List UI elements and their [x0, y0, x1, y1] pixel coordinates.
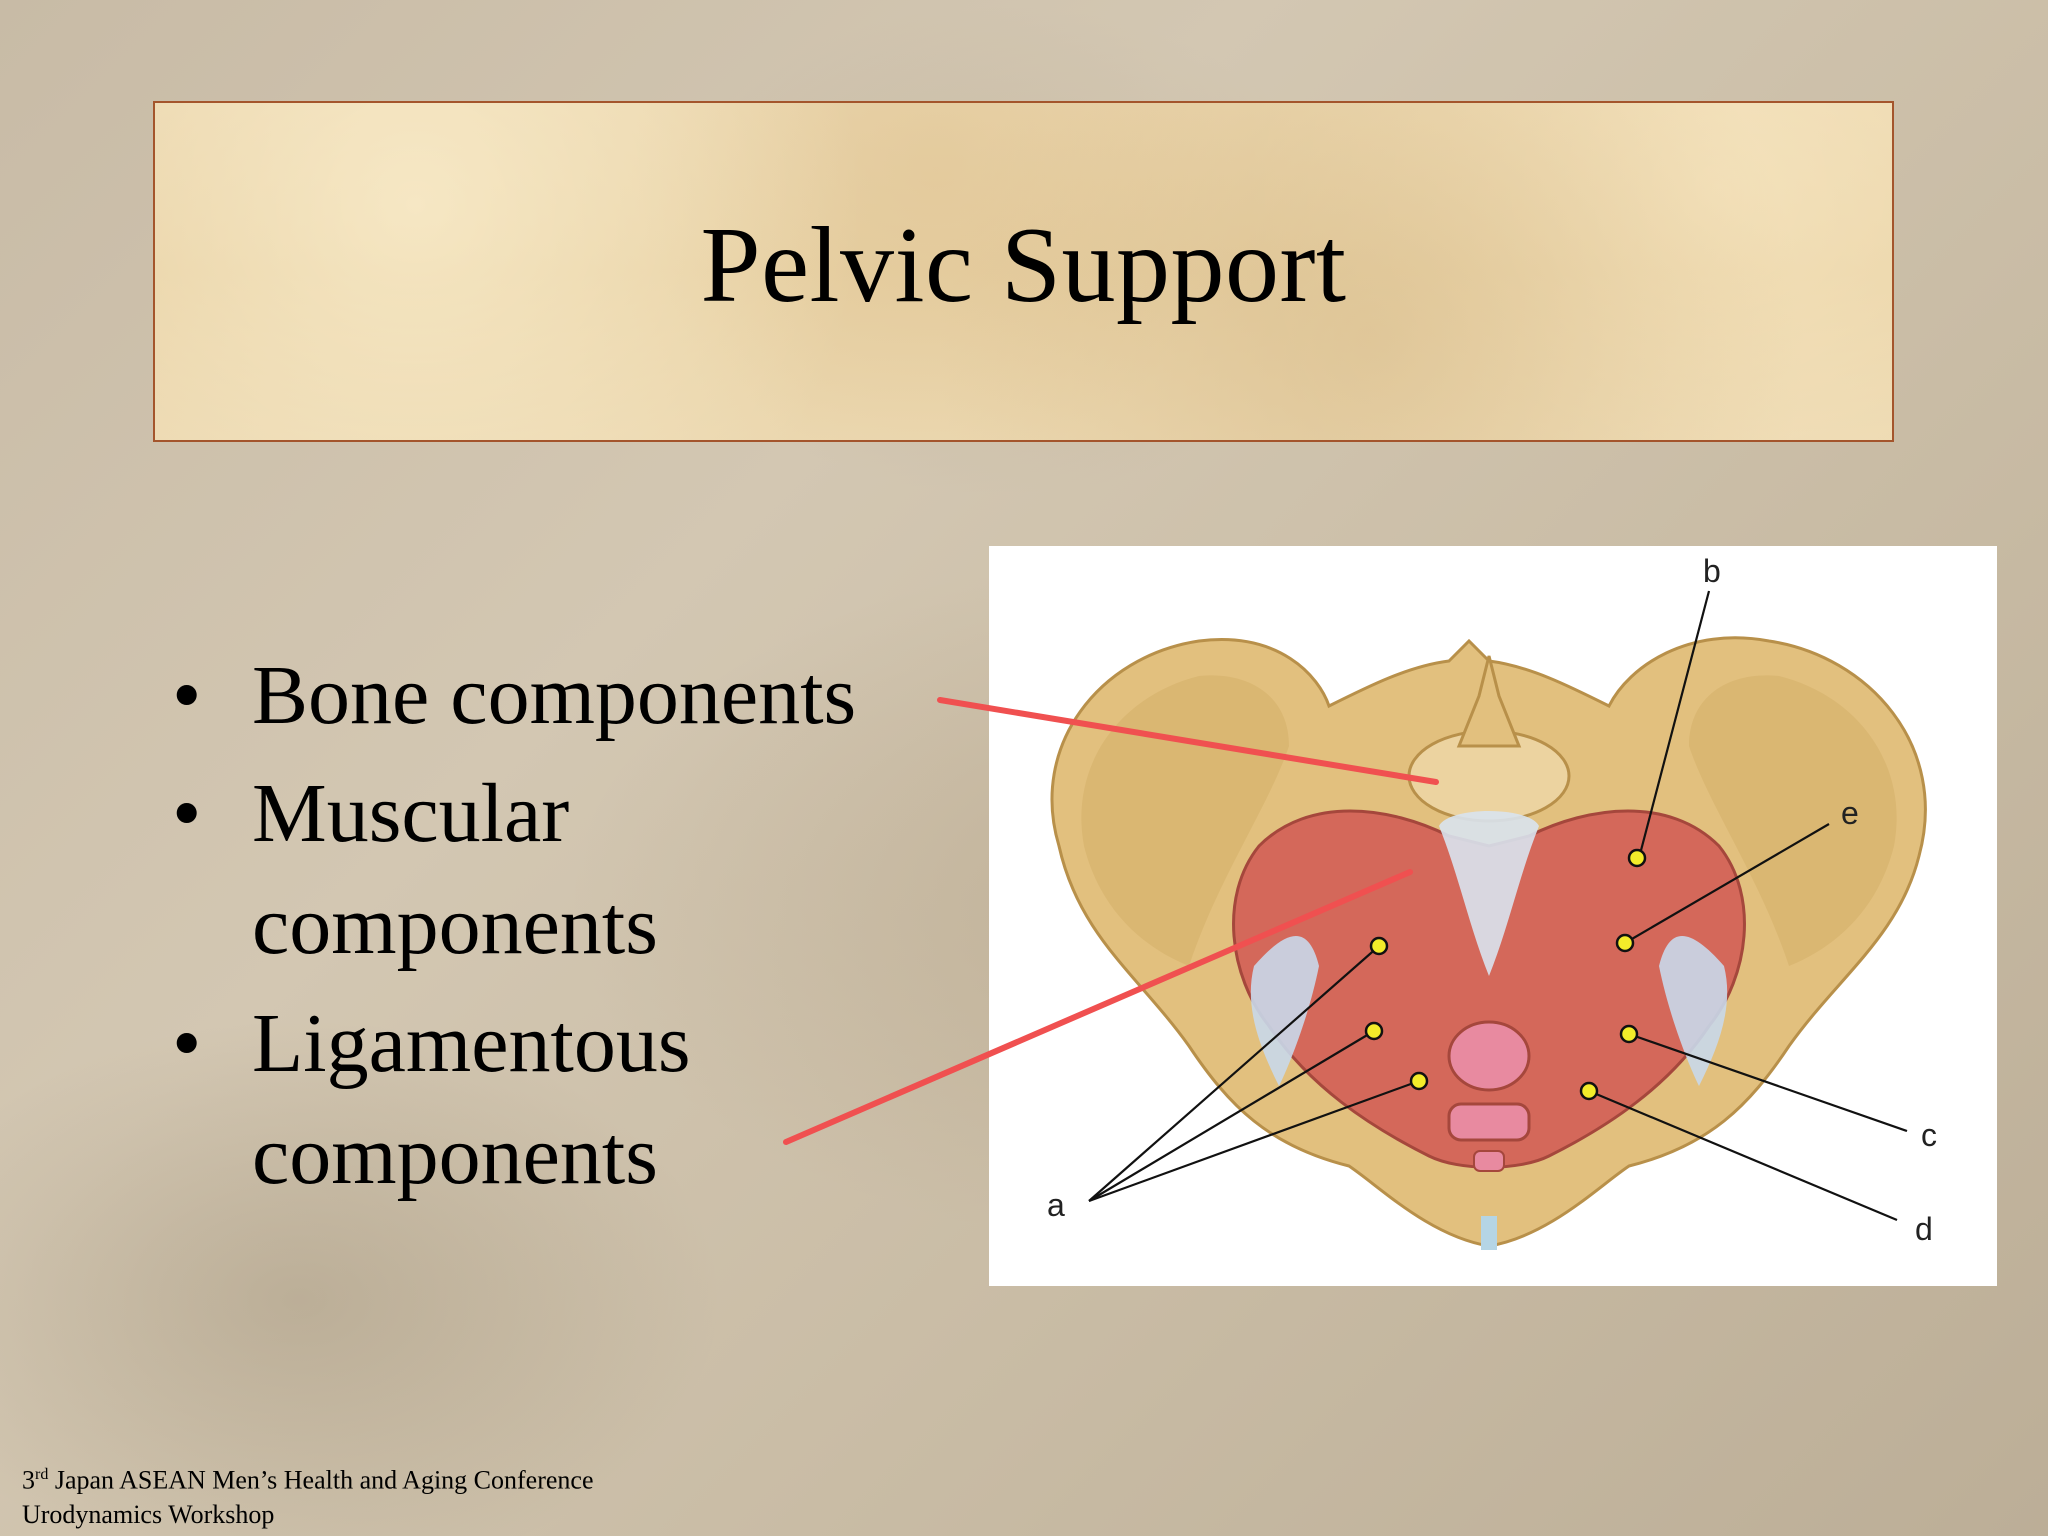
footer-ordinal-number: 3 — [22, 1465, 35, 1495]
marker-dot — [1619, 1024, 1639, 1044]
vaginal-opening — [1447, 1102, 1531, 1142]
leader-c — [1628, 1032, 1908, 1133]
footer-line-2: Urodynamics Workshop — [22, 1499, 275, 1529]
ligament-right — [1659, 936, 1728, 1086]
marker-dot — [1579, 1081, 1599, 1101]
leader-b — [1637, 590, 1711, 859]
urethra-opening — [1447, 1020, 1531, 1092]
spinous-process — [1456, 655, 1522, 748]
ligament-center — [1439, 811, 1539, 976]
marker-dot — [1369, 936, 1389, 956]
marker-dot — [1615, 933, 1635, 953]
bullet-text: Bone components — [252, 649, 857, 742]
footer-line-1: 3rd Japan ASEAN Men’s Health and Aging C… — [22, 1458, 594, 1498]
marker-dot — [1409, 1071, 1429, 1091]
bullet-text: Muscular components — [252, 767, 658, 972]
bullet-icon: • — [172, 649, 202, 742]
figure-label-a: a — [1047, 1187, 1065, 1223]
bullet-text: Ligamentous components — [252, 997, 691, 1202]
figure-label-c: c — [1921, 1117, 1937, 1153]
bullet-item-bone: • Bone components — [172, 640, 992, 752]
footer: 3rd Japan ASEAN Men’s Health and Aging C… — [22, 1458, 594, 1532]
marker-dot — [1364, 1021, 1384, 1041]
pubic-symphysis — [1481, 1216, 1497, 1250]
pelvis-figure: a b c d e — [989, 546, 1997, 1286]
right-wing-shade — [1689, 675, 1897, 966]
figure-label-e: e — [1841, 795, 1859, 831]
footer-conference-name: Japan ASEAN Men’s Health and Aging Confe… — [54, 1465, 594, 1495]
bullet-item-muscular: • Muscular components — [172, 758, 992, 982]
slide-title: Pelvic Support — [700, 205, 1347, 325]
bullet-icon: • — [172, 767, 202, 860]
leader-d — [1588, 1089, 1898, 1222]
pelvis-illustration: a b c d e — [1047, 553, 1937, 1250]
leader-e — [1624, 823, 1830, 944]
marker-dot — [1627, 848, 1647, 868]
bullet-icon: • — [172, 997, 202, 1090]
figure-label-d: d — [1915, 1211, 1933, 1247]
title-box: Pelvic Support — [153, 101, 1894, 442]
figure-label-b: b — [1703, 553, 1721, 589]
footer-ordinal-suffix: rd — [35, 1466, 49, 1483]
bullet-item-ligamentous: • Ligamentous components — [172, 988, 992, 1212]
anal-opening — [1473, 1150, 1505, 1172]
bullet-list: • Bone components • Muscular components … — [172, 640, 992, 1218]
